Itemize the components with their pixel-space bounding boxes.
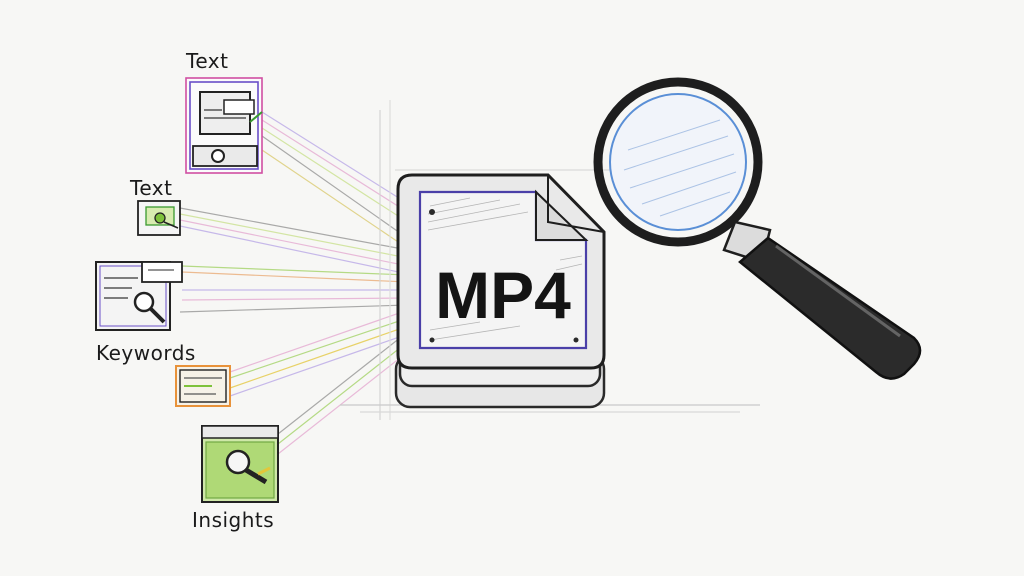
document-window-icon	[175, 365, 231, 407]
document-search-icon	[95, 261, 183, 331]
magnifying-glass-icon	[593, 77, 922, 380]
label-insights: Insights	[192, 508, 274, 532]
document-window-icon	[137, 200, 181, 236]
mp4-file-icon: MP4	[394, 173, 606, 409]
document-search-icon	[201, 425, 279, 503]
label-text-mid: Text	[129, 176, 172, 200]
label-text-top: Text	[185, 49, 228, 73]
connector-lines	[179, 100, 760, 455]
label-keywords: Keywords	[96, 341, 196, 365]
mp4-label: MP4	[435, 258, 571, 332]
document-window-icon	[185, 77, 263, 174]
